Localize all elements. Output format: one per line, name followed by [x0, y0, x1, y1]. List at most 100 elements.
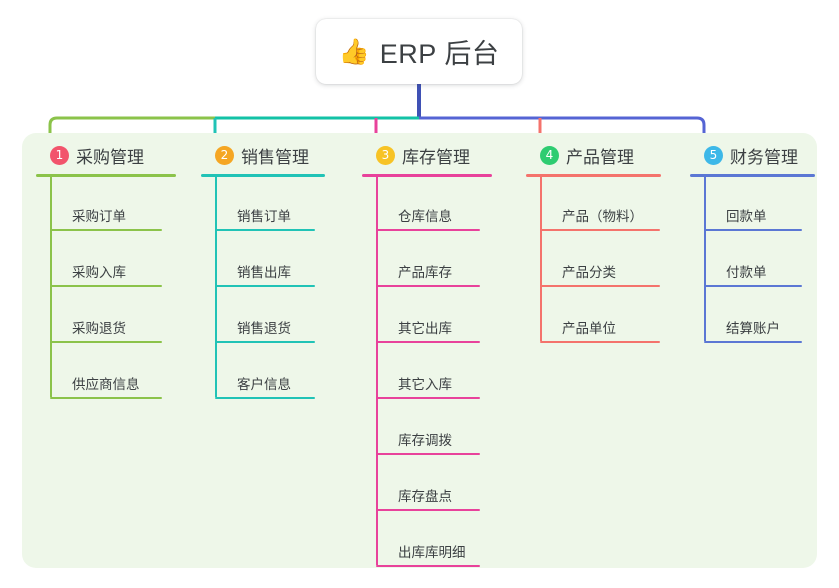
- column-title: 采购管理: [76, 147, 144, 167]
- list-item-rule: [215, 341, 315, 343]
- list-item[interactable]: 产品单位: [540, 317, 660, 343]
- list-item[interactable]: 仓库信息: [376, 205, 480, 231]
- list-item-rule: [215, 229, 315, 231]
- list-item-label: 采购订单: [72, 209, 126, 224]
- list-item-rule: [215, 397, 315, 399]
- column-spine: [540, 177, 542, 341]
- list-item-label: 销售出库: [237, 265, 291, 280]
- list-item[interactable]: 其它入库: [376, 373, 480, 399]
- column-销售管理: 2 销售管理销售订单销售出库销售退货客户信息: [201, 142, 325, 399]
- list-item-label: 产品库存: [398, 265, 452, 280]
- column-产品管理: 4 产品管理产品（物料） 产品分类产品单位: [526, 142, 661, 343]
- column-title: 销售管理: [241, 147, 309, 167]
- list-item-label: 付款单: [726, 265, 767, 280]
- list-item-rule: [540, 341, 660, 343]
- list-item-rule: [540, 229, 660, 231]
- connector: [48, 116, 215, 160]
- list-item[interactable]: 库存盘点: [376, 485, 480, 511]
- column-header-3[interactable]: 3 库存管理: [362, 142, 492, 168]
- column-badge-icon: 2: [215, 145, 234, 165]
- list-item-rule: [540, 285, 660, 287]
- list-item[interactable]: 库存调拨: [376, 429, 480, 455]
- list-item[interactable]: 销售出库: [215, 261, 315, 287]
- list-item[interactable]: 回款单: [704, 205, 802, 231]
- list-item[interactable]: 其它出库: [376, 317, 480, 343]
- list-item-label: 销售订单: [237, 209, 291, 224]
- list-item-rule: [376, 229, 480, 231]
- column-badge-icon: 3: [376, 145, 395, 165]
- list-item-label: 销售退货: [237, 321, 291, 336]
- list-item-label: 客户信息: [237, 377, 291, 392]
- column-title: 财务管理: [730, 147, 798, 167]
- list-item-rule: [376, 397, 480, 399]
- column-badge-icon: 5: [704, 145, 723, 165]
- list-item-rule: [376, 453, 480, 455]
- list-item-label: 其它入库: [398, 377, 452, 392]
- list-item-label: 采购入库: [72, 265, 126, 280]
- column-badge-icon: 4: [540, 145, 559, 165]
- thumbs-up-icon: 👍: [338, 37, 370, 66]
- root-title: ERP 后台: [379, 39, 500, 69]
- column-title: 产品管理: [566, 147, 634, 167]
- column-header-5[interactable]: 5 财务管理: [690, 142, 815, 168]
- column-库存管理: 3 库存管理仓库信息产品库存其它出库其它入库库存调拨库存盘点出库库明细: [362, 142, 492, 567]
- list-item[interactable]: 产品（物料）: [540, 205, 660, 231]
- list-item-rule: [376, 285, 480, 287]
- list-item-label: 产品分类: [562, 265, 616, 280]
- list-item-label: 回款单: [726, 209, 767, 224]
- column-items: 仓库信息产品库存其它出库其它入库库存调拨库存盘点出库库明细: [362, 177, 492, 567]
- column-items: 采购订单采购入库采购退货供应商信息: [36, 177, 176, 399]
- diagram-panel: [22, 133, 817, 568]
- list-item-rule: [376, 509, 480, 511]
- list-item-label: 产品（物料）: [562, 209, 643, 224]
- list-item[interactable]: 采购入库: [50, 261, 162, 287]
- list-item-rule: [704, 341, 802, 343]
- column-header-2[interactable]: 2 销售管理: [201, 142, 325, 168]
- list-item[interactable]: 采购退货: [50, 317, 162, 343]
- list-item-label: 结算账户: [726, 321, 780, 336]
- list-item[interactable]: 销售退货: [215, 317, 315, 343]
- list-item-label: 产品单位: [562, 321, 616, 336]
- column-spine: [704, 177, 706, 341]
- list-item-label: 库存盘点: [398, 489, 452, 504]
- list-item[interactable]: 付款单: [704, 261, 802, 287]
- column-header-rule: [201, 174, 325, 177]
- column-header-rule: [690, 174, 815, 177]
- column-spine: [215, 177, 217, 397]
- column-items: 销售订单销售出库销售退货客户信息: [201, 177, 325, 399]
- list-item[interactable]: 采购订单: [50, 205, 162, 231]
- list-item-rule: [50, 341, 162, 343]
- list-item-rule: [50, 229, 162, 231]
- column-财务管理: 5 财务管理回款单付款单结算账户: [690, 142, 815, 343]
- list-item-label: 供应商信息: [72, 377, 140, 392]
- list-item-label: 库存调拨: [398, 433, 452, 448]
- root-title-card[interactable]: 👍 ERP 后台: [316, 19, 522, 84]
- column-spine: [376, 177, 378, 565]
- list-item-label: 其它出库: [398, 321, 452, 336]
- list-item-rule: [704, 229, 802, 231]
- list-item[interactable]: 出库库明细: [376, 541, 480, 567]
- column-title: 库存管理: [402, 147, 470, 167]
- connector: [419, 116, 706, 160]
- list-item-rule: [704, 285, 802, 287]
- column-header-1[interactable]: 1 采购管理: [36, 142, 176, 168]
- column-items: 回款单付款单结算账户: [690, 177, 815, 343]
- column-badge-icon: 1: [50, 145, 69, 165]
- list-item[interactable]: 产品库存: [376, 261, 480, 287]
- column-header-rule: [362, 174, 492, 177]
- list-item[interactable]: 销售订单: [215, 205, 315, 231]
- list-item-rule: [50, 285, 162, 287]
- list-item-rule: [376, 341, 480, 343]
- list-item-rule: [50, 397, 162, 399]
- list-item[interactable]: 客户信息: [215, 373, 315, 399]
- list-item-rule: [215, 285, 315, 287]
- list-item-label: 仓库信息: [398, 209, 452, 224]
- list-item[interactable]: 结算账户: [704, 317, 802, 343]
- column-header-rule: [526, 174, 661, 177]
- list-item-label: 出库库明细: [398, 545, 466, 560]
- column-header-4[interactable]: 4 产品管理: [526, 142, 661, 168]
- list-item[interactable]: 产品分类: [540, 261, 660, 287]
- list-item[interactable]: 供应商信息: [50, 373, 162, 399]
- column-采购管理: 1 采购管理采购订单采购入库采购退货供应商信息: [36, 142, 176, 399]
